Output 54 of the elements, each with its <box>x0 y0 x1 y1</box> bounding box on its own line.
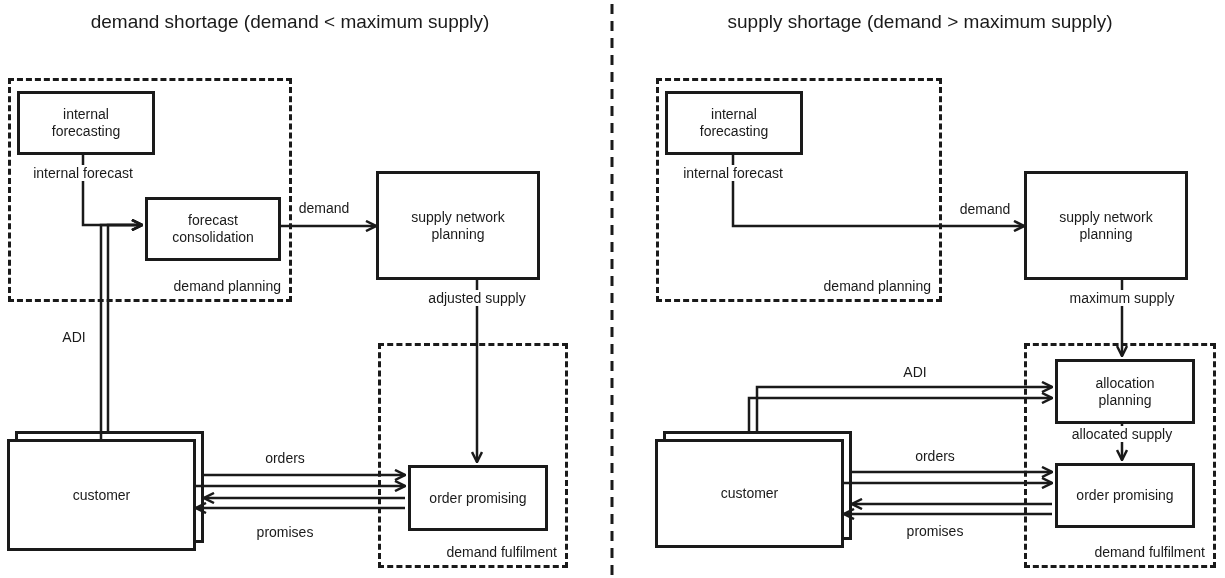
node-label: demand fulfilment <box>1094 544 1205 561</box>
arrow <box>202 491 405 505</box>
node-label: demand planning <box>823 278 931 295</box>
edge-label: ADI <box>60 329 88 345</box>
process-box <box>1055 463 1195 528</box>
arrow <box>842 507 1052 521</box>
edge-label: allocated supply <box>1069 426 1175 442</box>
node-label: allocation planning <box>1094 374 1156 409</box>
stacked-box <box>655 431 852 548</box>
arrow <box>99 218 144 439</box>
node-label: customer <box>720 485 779 502</box>
process-box <box>665 91 803 155</box>
edge-label: internal forecast <box>681 165 785 181</box>
node-label: demand planning <box>173 278 281 295</box>
node-label: supply network planning <box>1058 208 1154 243</box>
arrow <box>204 468 407 482</box>
process-box <box>408 465 548 531</box>
arrow <box>747 391 1054 431</box>
stacked-box <box>7 431 204 551</box>
process-box <box>17 91 155 155</box>
edge-label: promises <box>904 523 966 539</box>
edge-label: maximum supply <box>1067 290 1177 306</box>
arrow <box>852 465 1054 479</box>
dashed-group-box <box>656 78 942 302</box>
arrow <box>470 280 484 464</box>
node-label: internal forecasting <box>50 106 122 140</box>
arrow <box>844 476 1054 490</box>
arrow <box>850 497 1052 511</box>
edge-label: adjusted supply <box>426 290 528 306</box>
edge-label: orders <box>263 450 307 466</box>
edge-label: promises <box>254 524 316 540</box>
node-label: customer <box>72 486 131 504</box>
edge-label: internal forecast <box>31 165 135 181</box>
process-box <box>1055 359 1195 424</box>
node-label: forecast consolidation <box>171 212 255 246</box>
edge-label: orders <box>913 448 957 464</box>
node-label: order promising <box>429 489 527 507</box>
process-box <box>1024 171 1188 280</box>
node-label: demand fulfilment <box>446 544 557 561</box>
dashed-group-box <box>8 78 292 302</box>
edge-label: demand <box>296 200 352 216</box>
arrow <box>196 479 407 493</box>
node-label: supply network planning <box>410 208 506 243</box>
process-box <box>376 171 540 280</box>
arrow <box>731 152 1026 233</box>
edge-label: ADI <box>901 364 929 380</box>
node-label: order promising <box>1076 487 1174 504</box>
dashed-group-box <box>378 343 568 568</box>
arrow <box>194 501 405 515</box>
dashed-group-box <box>1024 343 1216 568</box>
node-label: internal forecasting <box>698 106 770 140</box>
arrow <box>278 219 378 233</box>
arrow <box>755 380 1054 431</box>
process-box <box>145 197 281 261</box>
